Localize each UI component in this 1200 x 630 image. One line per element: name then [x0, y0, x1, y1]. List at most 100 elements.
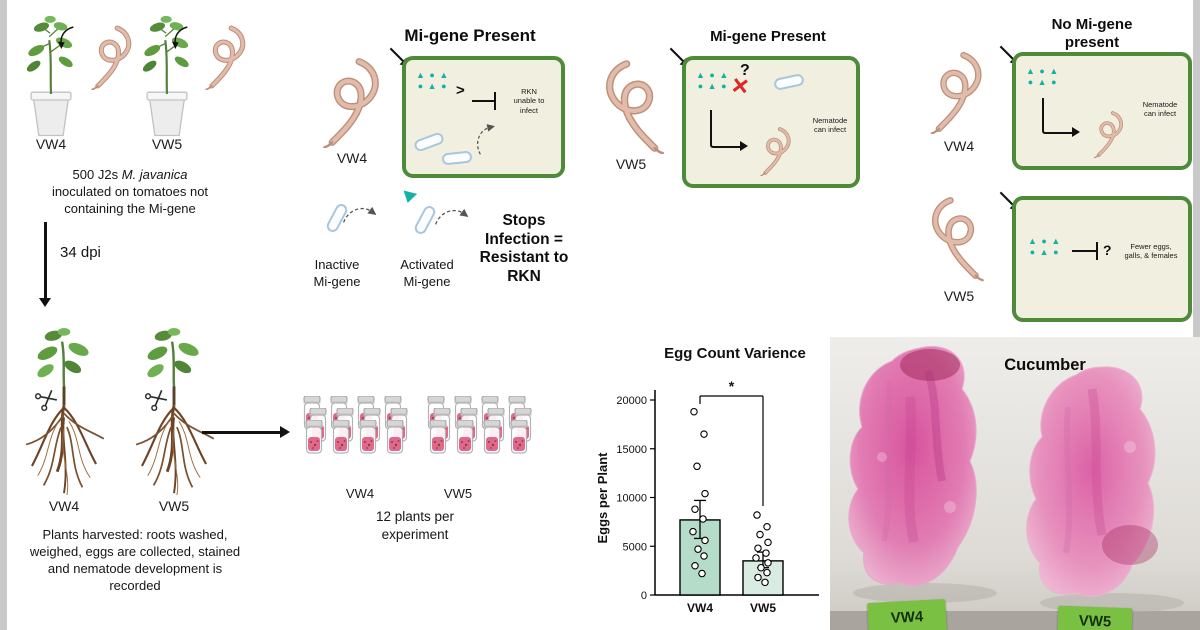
- stained-root-mass-vw5: [1026, 366, 1156, 597]
- stained-roots-photo: [830, 337, 1200, 630]
- nematode-label-vw4: VW4: [336, 150, 368, 166]
- panel-title-mi-present-vw5: Mi-gene Present: [710, 28, 826, 45]
- elbow-arrow-icon: [710, 110, 742, 148]
- sample-jar-icon: [383, 420, 407, 454]
- nematode-icon: [924, 50, 990, 134]
- timeline-arrowhead-icon: [39, 298, 51, 307]
- legend-activated-label: Activated Mi-gene: [386, 256, 468, 290]
- legend-inactive-label: Inactive Mi-gene: [300, 256, 374, 290]
- mi-protein-row: ▲ ● ▲: [1026, 66, 1060, 76]
- root-photo-panel: Cucumber VW4 VW5: [830, 337, 1200, 630]
- jar-label-vw5: VW5: [443, 486, 473, 501]
- resistance-diagram-box: ▲ ● ▲ ● ▲ ● > RKN unable to infect: [402, 56, 565, 178]
- nematode-icon: [596, 58, 672, 154]
- mi-protein-row: ● ▲ ●: [417, 80, 448, 91]
- to-jars-arrowhead-icon: [280, 426, 290, 438]
- legend-label-line: Activated: [400, 257, 454, 272]
- box-note-line: Fewer eggs,: [1130, 242, 1172, 251]
- svg-text:0: 0: [641, 590, 647, 602]
- to-jars-arrow-line: [202, 431, 280, 434]
- nematode-label-vw4: VW4: [943, 138, 975, 154]
- mi-proteins-icon: ▲ ● ▲ ● ▲ ●: [1028, 236, 1061, 258]
- sample-jar-icon: [453, 420, 477, 454]
- inoculation-note-prefix: 500 J2s: [72, 167, 122, 182]
- inhibition-bar-icon: [1096, 242, 1099, 260]
- svg-text:VW4: VW4: [687, 601, 713, 615]
- dashed-arrow-icon: [465, 117, 505, 158]
- box-note-line: Nematode: [1142, 100, 1178, 109]
- stops-line: Resistant to: [479, 249, 569, 267]
- panel-title-line: No Mi-gene: [1051, 16, 1133, 33]
- nematode-label-vw5: VW5: [615, 156, 647, 172]
- box-note: Nematode can infect: [1132, 100, 1188, 119]
- photo-caption: Cucumber: [1004, 356, 1086, 374]
- box-note-line: can infect: [813, 125, 847, 135]
- harvested-roots-icon: [120, 328, 228, 498]
- box-note: Nematode can infect: [804, 116, 856, 135]
- mi-protein-row: ▲ ● ▲: [1028, 236, 1062, 246]
- plant-label-vw4: VW4: [35, 136, 67, 152]
- mi-protein-row: ▲ ● ▲: [696, 70, 730, 80]
- infection-diagram-box: ▲ ● ▲ ● ▲ ● ? × Nematode can infect: [682, 56, 860, 188]
- mi-protein-row: ● ▲ ●: [1027, 76, 1058, 87]
- svg-text:Eggs per Plant: Eggs per Plant: [595, 452, 610, 544]
- harvest-label-vw4: VW4: [48, 498, 80, 514]
- canvas-edge-left: [0, 0, 7, 630]
- sample-jar-icon: [480, 420, 504, 454]
- question-mark: ?: [1103, 242, 1112, 258]
- harvest-note-line: and nematode development is: [47, 561, 223, 577]
- root-shadow: [853, 583, 997, 603]
- elbow-arrowhead-icon: [1072, 127, 1080, 137]
- tape-label-vw5: VW5: [1057, 605, 1133, 630]
- sample-jar-icon: [426, 420, 450, 454]
- panel-title-no-mi: No Mi-gene present: [1012, 16, 1172, 52]
- box-note-line: can infect: [1143, 109, 1177, 119]
- legend-inactive-gene: [308, 192, 378, 254]
- jars-caption-line: 12 plants per: [375, 509, 455, 524]
- plant-label-vw5: VW5: [151, 136, 183, 152]
- stops-infection-note: Stops Infection = Resistant to RKN: [468, 212, 580, 286]
- sample-jar-icon: [302, 420, 326, 454]
- activation-funnel-icon: [400, 190, 418, 205]
- jars-caption: 12 plants per experiment: [340, 508, 490, 544]
- mi-protein-row: ● ▲ ●: [1029, 246, 1060, 257]
- inactive-gene-capsule-icon: [412, 131, 446, 153]
- box-note-line: unable to: [513, 96, 545, 106]
- svg-text:VW5: VW5: [750, 601, 776, 615]
- harvest-note: Plants harvested: roots washed, weighed,…: [0, 526, 270, 595]
- stained-root-mass-vw4: [848, 346, 977, 587]
- legend-label-line: Mi-gene: [403, 274, 451, 290]
- sample-jar-icon: [329, 420, 353, 454]
- mi-proteins-icon: ▲ ● ▲ ● ▲ ●: [1026, 66, 1059, 88]
- inoculation-note-line3: containing the Mi-gene: [64, 201, 196, 217]
- jars-caption-line: experiment: [381, 526, 449, 542]
- box-note-line: Nematode: [812, 116, 848, 125]
- species-name: M. javanica: [121, 167, 188, 182]
- elbow-arrowhead-icon: [740, 141, 748, 151]
- svg-text:20000: 20000: [616, 395, 647, 407]
- jar-group: [424, 396, 536, 458]
- svg-text:15000: 15000: [616, 444, 647, 456]
- inoculation-note: 500 J2s M. javanica inoculated on tomato…: [20, 166, 240, 217]
- inoculation-arrow-icon: [170, 24, 190, 50]
- legend-label-line: Inactive: [314, 257, 360, 272]
- question-mark: ?: [740, 62, 750, 79]
- box-note: Fewer eggs, galls, & females: [1116, 242, 1186, 261]
- sample-jar-icon: [507, 420, 531, 454]
- chevron-icon: >: [456, 82, 465, 99]
- inactive-gene-capsule-icon: [773, 73, 805, 91]
- nematode-label-vw5: VW5: [943, 288, 975, 304]
- nematode-icon: [924, 192, 990, 284]
- harvest-note-line: recorded: [109, 578, 161, 594]
- tomato-plant-icon: [128, 14, 206, 140]
- tomato-plant-icon: [12, 14, 90, 140]
- red-x-icon: ×: [729, 69, 751, 102]
- legend-label-line: Mi-gene: [313, 274, 361, 290]
- stops-line: RKN: [507, 267, 541, 285]
- inactive-gene-capsule-icon: [441, 150, 473, 166]
- nematode-icon: [754, 126, 798, 176]
- box-note-line: RKN: [521, 87, 537, 96]
- canvas-edge-right: [1193, 0, 1200, 630]
- nematode-icon: [316, 56, 388, 148]
